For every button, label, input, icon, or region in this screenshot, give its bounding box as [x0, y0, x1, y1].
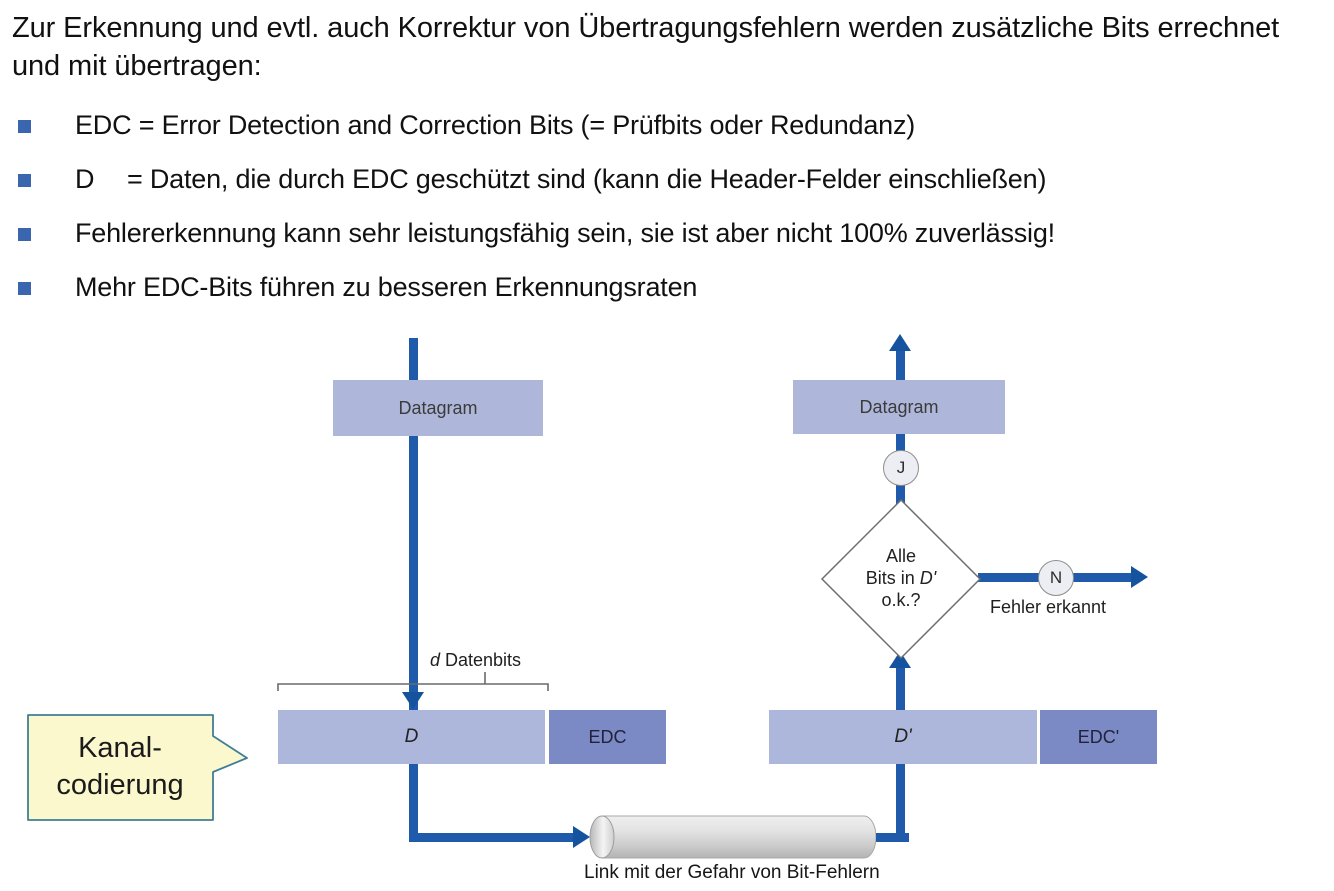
- receiver-datagram-box: Datagram: [793, 380, 1005, 434]
- bullet-item-reliability-text: Fehlererkennung kann sehr leistungsfähig…: [75, 218, 1055, 249]
- intro-paragraph: Zur Erkennung und evtl. auch Korrektur v…: [12, 12, 1280, 82]
- kanalcodierung-callout-text: Kanal- codierung: [27, 714, 213, 820]
- yes-branch-label: J: [896, 458, 906, 477]
- receiver-data-box: D': [769, 710, 1037, 764]
- yes-branch-marker: J: [883, 450, 919, 486]
- sender-to-link-horizontal: [409, 833, 575, 842]
- no-branch-arrowhead-icon: [1131, 566, 1148, 588]
- sender-edc-label: EDC: [588, 726, 627, 747]
- bullet-lead-d: D: [75, 164, 95, 195]
- bullet-square-icon: [18, 119, 31, 133]
- bullet-square-icon: [18, 281, 31, 295]
- sender-data-label: D: [404, 726, 419, 747]
- decision-line-1: Alle: [885, 546, 916, 567]
- bullet-lead-edc: EDC: [75, 110, 132, 141]
- sender-main-arrowhead-icon: [402, 692, 424, 709]
- datenbits-bracket: [270, 668, 560, 692]
- sender-to-link-arrowhead-icon: [573, 826, 590, 848]
- decision-line-2: Bits in D': [866, 568, 936, 590]
- datenbits-label-italic: d: [430, 650, 441, 670]
- bullet-square-icon: [18, 227, 31, 241]
- error-detected-label: Fehler erkannt: [990, 597, 1107, 617]
- link-label: Link mit der Gefahr von Bit-Fehlern: [584, 862, 880, 883]
- link-to-receiver-vertical: [896, 764, 905, 842]
- link-cylinder: [588, 814, 876, 860]
- sender-datagram-box: Datagram: [333, 380, 543, 436]
- no-branch-marker: N: [1038, 560, 1074, 596]
- receiver-output-shaft: [896, 350, 905, 384]
- sender-datagram-label: Datagram: [398, 397, 478, 418]
- decision-diamond: Alle Bits in D' o.k.?: [820, 498, 982, 660]
- bullet-item-d: D = Daten, die durch EDC geschützt sind (…: [12, 158, 1328, 202]
- decision-line-2-variable: D': [919, 568, 937, 589]
- kanalcodierung-line2: codierung: [56, 769, 184, 801]
- sender-data-box: D: [278, 710, 545, 764]
- bullet-item-more-bits: Mehr EDC-Bits führen zu besseren Erkennu…: [12, 266, 1328, 310]
- decision-line-3: o.k.?: [881, 589, 921, 610]
- bullet-rest-d: = Daten, die durch EDC geschützt sind (k…: [127, 164, 1047, 195]
- receiver-to-decision-shaft: [896, 668, 905, 718]
- sender-main-arrow-shaft: [409, 338, 418, 710]
- bullet-square-icon: [18, 173, 31, 187]
- bullet-item-edc: EDC = Error Detection and Correction Bit…: [12, 104, 1328, 148]
- link-to-receiver-horizontal: [866, 833, 909, 842]
- sender-to-link-vertical: [409, 764, 418, 842]
- kanalcodierung-line1: Kanal-: [78, 732, 162, 765]
- datenbits-label: d Datenbits: [430, 650, 521, 671]
- sender-edc-box: EDC: [549, 710, 666, 764]
- datenbits-label-rest: Datenbits: [440, 650, 522, 670]
- receiver-output-arrowhead-icon: [889, 334, 911, 351]
- bullet-rest-edc: = Error Detection and Correction Bits (=…: [131, 110, 916, 141]
- kanalcodierung-callout: Kanal- codierung: [27, 714, 249, 822]
- receiver-to-decision-arrowhead-icon: [889, 651, 911, 668]
- bullet-item-edc-text: EDC = Error Detection and Correction Bit…: [75, 110, 916, 141]
- no-branch-label: N: [1049, 568, 1063, 587]
- receiver-datagram-label: Datagram: [859, 396, 939, 417]
- bullet-item-reliability: Fehlererkennung kann sehr leistungsfähig…: [12, 212, 1328, 256]
- receiver-edc-box: EDC': [1040, 710, 1157, 764]
- receiver-data-label: D': [894, 726, 912, 747]
- bullet-item-more-bits-text: Mehr EDC-Bits führen zu besseren Erkennu…: [75, 272, 698, 303]
- decision-diamond-text: Alle Bits in D' o.k.?: [820, 498, 982, 660]
- receiver-edc-label: EDC': [1077, 726, 1120, 747]
- bullet-item-d-text: D = Daten, die durch EDC geschützt sind (…: [75, 164, 1047, 195]
- decision-line-2-prefix: Bits in: [865, 568, 920, 589]
